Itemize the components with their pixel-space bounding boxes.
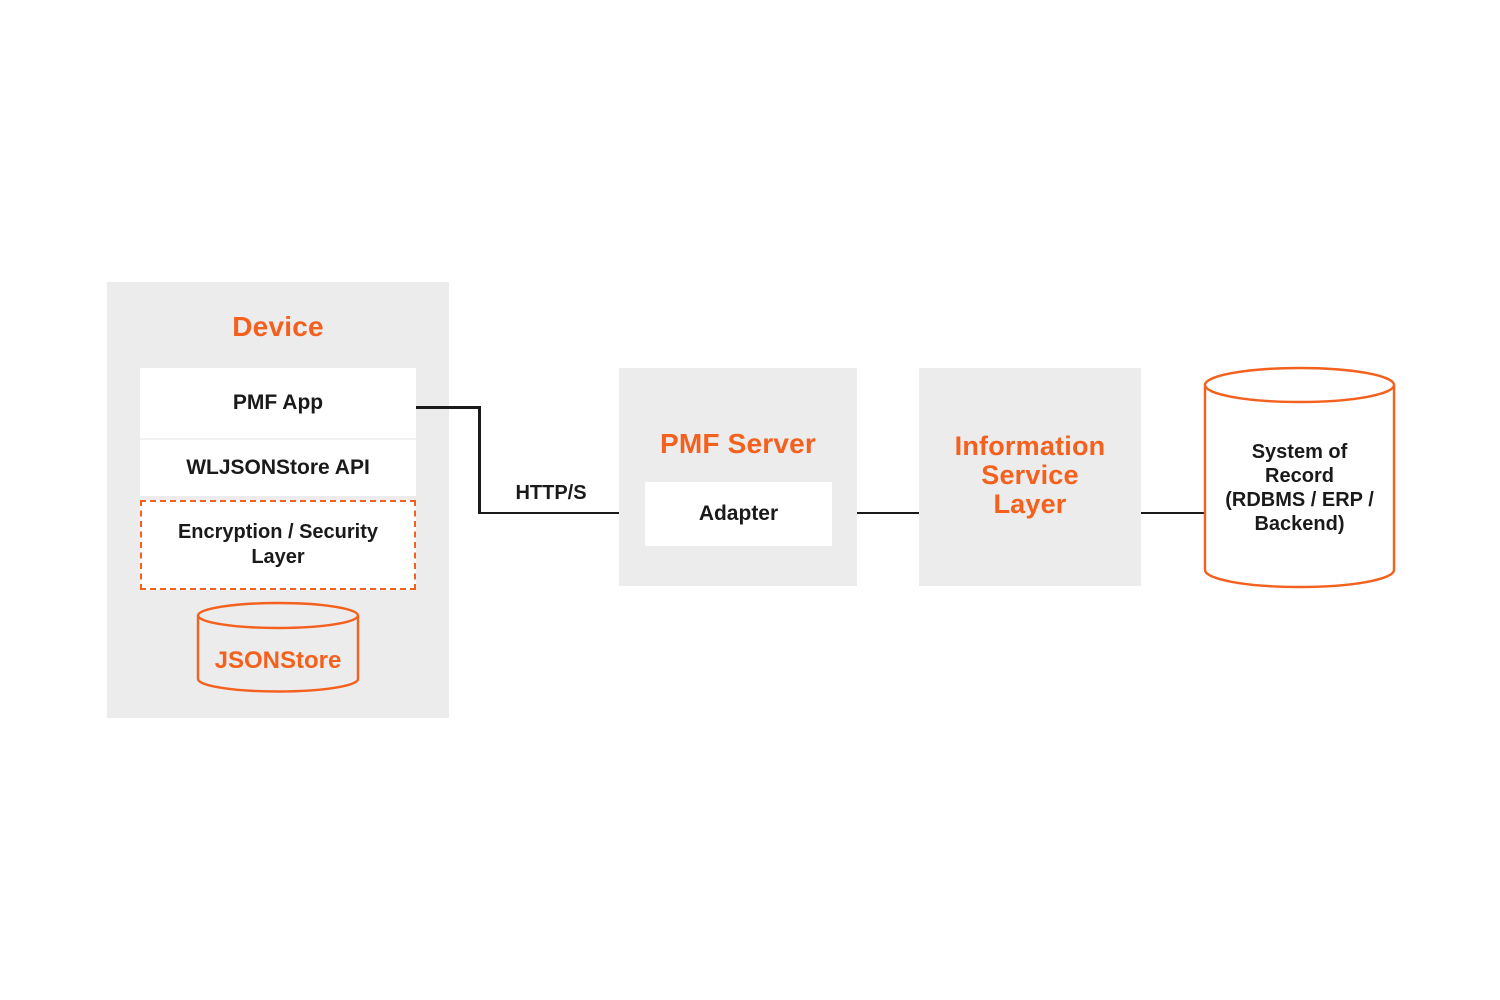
connector-device-h2 [478,511,620,514]
encryption-security-layer-line1: Encryption / Security [177,521,379,543]
sor-line4: Backend) [1254,513,1345,535]
pmf-app-box: PMF App [140,368,416,438]
jsonstore-cylinder: JSONStore [196,601,360,695]
jsonstore-label: JSONStore [214,647,342,674]
cylinder-shape-icon [196,601,360,693]
sor-line3: (RDBMS / ERP / [1225,489,1374,511]
system-of-record-label: System of Record (RDBMS / ERP / Backend) [1203,440,1396,536]
wljsonstore-api-box: WLJSONStore API [140,440,416,496]
isl-title-line1: Information [954,431,1106,461]
adapter-box: Adapter [645,482,832,546]
connector-isl-sor [1141,511,1207,514]
connector-server-isl [857,511,919,514]
encryption-security-layer-line2: Layer [251,546,305,568]
http-connector-label: HTTP/S [515,482,587,504]
isl-title-line2: Service [981,460,1079,490]
connector-device-h1 [416,406,480,409]
isl-title-line3: Layer [993,489,1067,519]
device-stack-divider [140,438,416,440]
device-title: Device [232,311,324,342]
adapter-label: Adapter [698,502,779,525]
connector-device-vertical [478,406,481,514]
encryption-security-layer-box: Encryption / Security Layer [140,500,416,590]
sor-line1: System of [1251,441,1348,463]
cylinder-shape-icon [1203,366,1396,589]
wljsonstore-api-label: WLJSONStore API [186,456,370,479]
pmf-server-title: PMF Server [659,428,817,459]
pmf-app-label: PMF App [232,391,324,414]
system-of-record-cylinder: System of Record (RDBMS / ERP / Backend) [1203,366,1396,589]
information-service-layer-panel: Information Service Layer [919,368,1141,586]
pmf-server-panel: PMF Server Adapter [619,368,857,586]
sor-line2: Record [1265,465,1334,487]
information-service-layer-title: Information Service Layer [919,432,1141,519]
